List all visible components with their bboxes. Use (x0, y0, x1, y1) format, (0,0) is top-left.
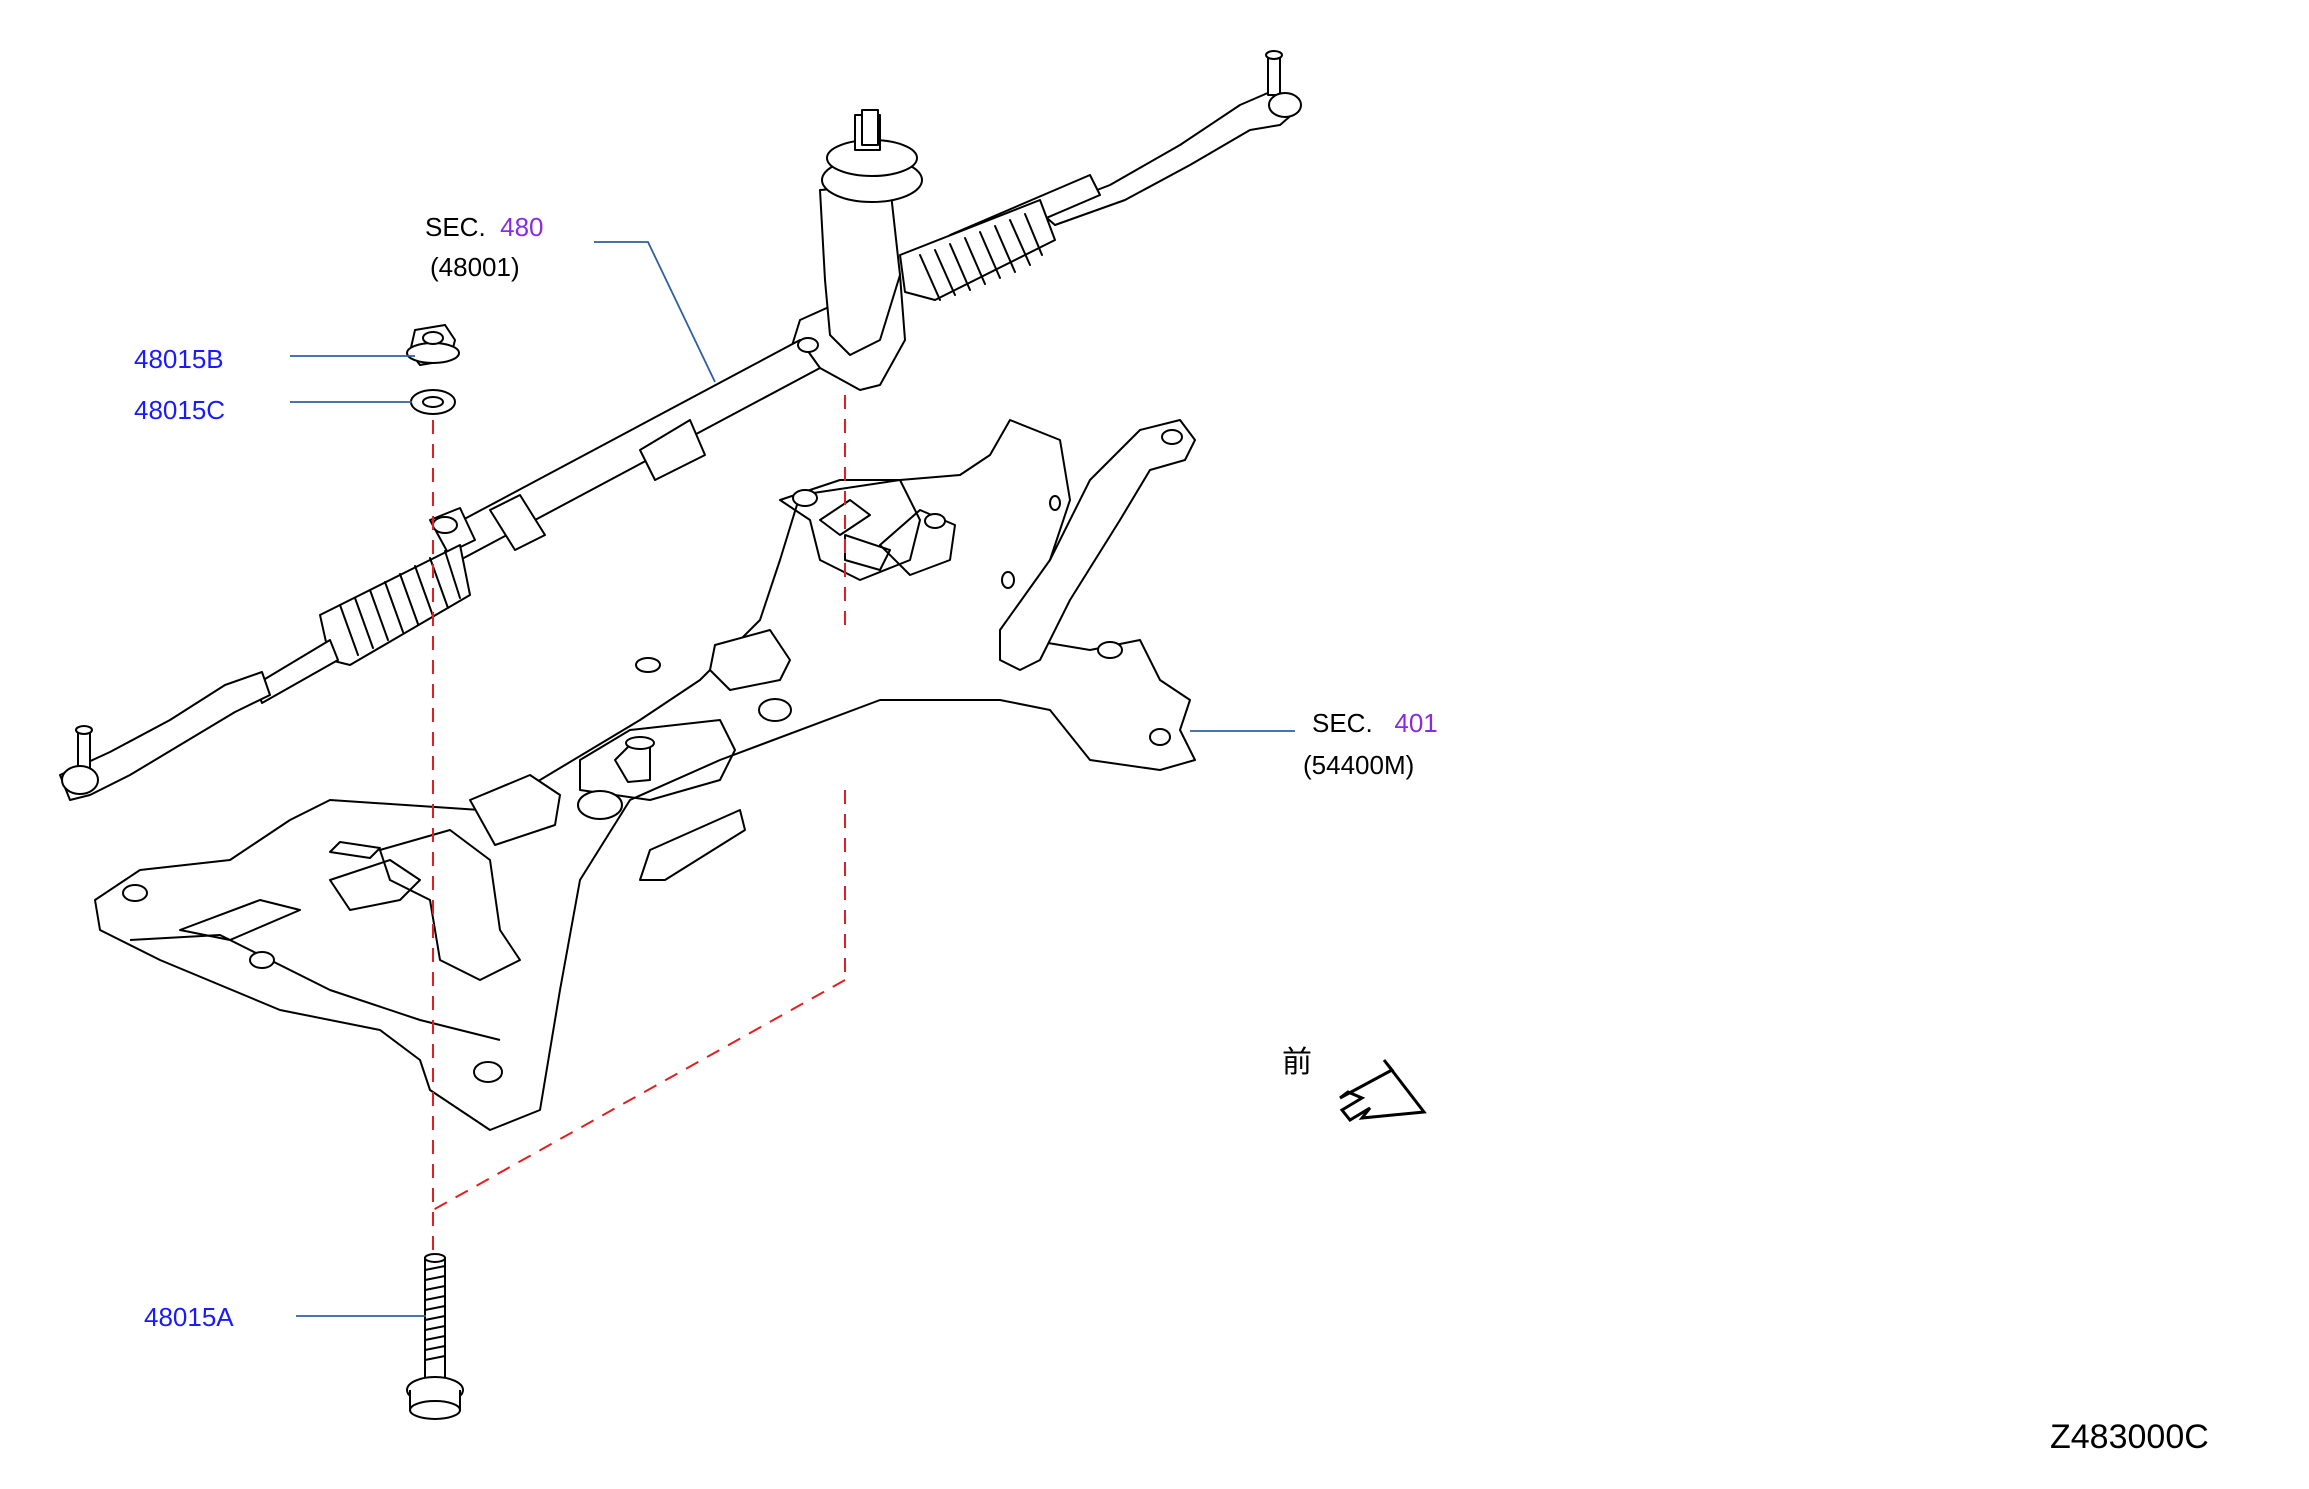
steering-gear-sec-prefix: SEC. (425, 212, 486, 242)
steering-gear-drawing (59, 50, 1302, 801)
fastener-drawings (406, 323, 464, 1420)
member-callout: SEC. 401 (1312, 708, 1438, 738)
figure-code: Z483000C (2050, 1418, 2209, 1456)
leader-lines (290, 241, 1295, 1317)
alignment-centerlines (432, 395, 846, 1258)
member-section-link[interactable]: 401 (1394, 708, 1438, 738)
member-sec-prefix: SEC. (1312, 708, 1373, 738)
front-direction-icon (1339, 1059, 1427, 1122)
steering-gear-section-link[interactable]: 480 (500, 212, 544, 242)
front-label: 前 (1282, 1045, 1312, 1080)
bolt-part-link[interactable]: 48015A (144, 1302, 234, 1332)
nut-part-link[interactable]: 48015B (134, 344, 224, 374)
suspension-member-drawing (94, 419, 1196, 1131)
steering-gear-part-number: (48001) (430, 252, 520, 282)
member-part-number: (54400M) (1303, 750, 1415, 780)
washer-part-link[interactable]: 48015C (134, 395, 226, 425)
steering-gear-callout: SEC. 480 (425, 212, 544, 242)
